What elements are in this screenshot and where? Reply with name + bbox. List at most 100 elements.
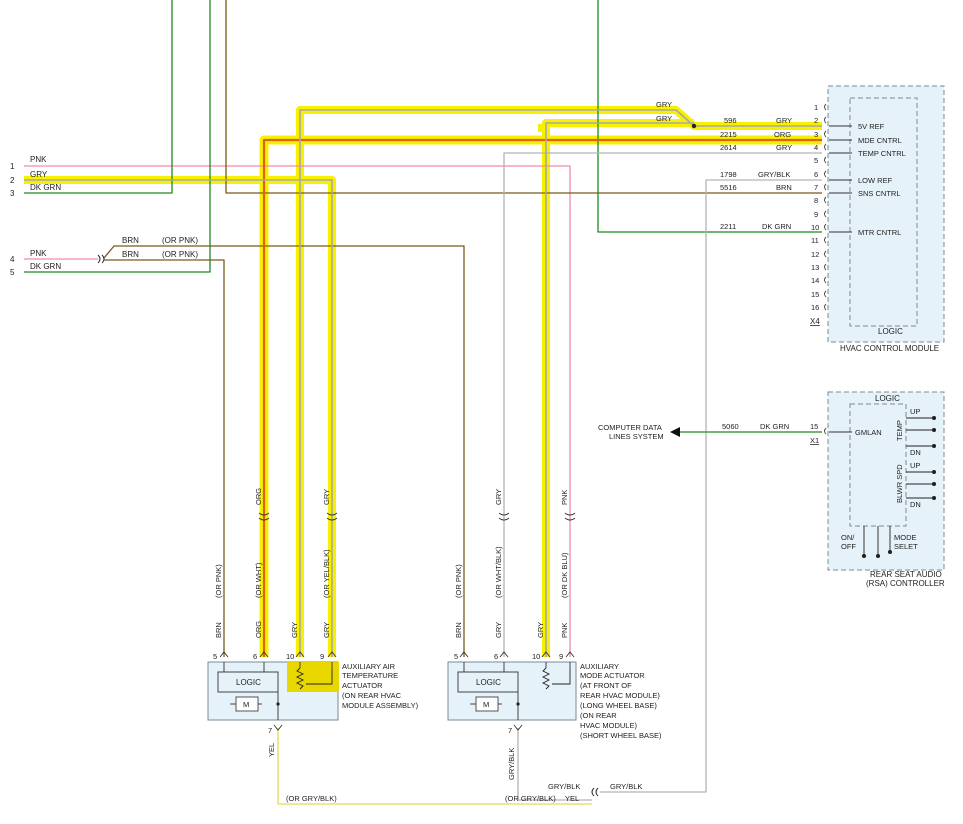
mode-logic-label: LOGIC	[476, 678, 501, 687]
computer-data-1: COMPUTER DATA	[598, 423, 662, 432]
left-wire-5: DK GRN	[30, 262, 61, 271]
mode-node	[516, 702, 520, 706]
mode-name-2: MODE ACTUATOR	[580, 671, 645, 680]
hvac-pin: 8	[814, 196, 818, 205]
wire-gry-596-branch	[545, 122, 694, 657]
temp-wire-org: ORG	[254, 621, 263, 638]
left-connector: 1 PNK 2 GRY 3 DK GRN 4 PNK 5 DK GRN	[10, 155, 61, 277]
gry-top-label-1: GRY	[656, 100, 672, 109]
temp-wire-gry-9: GRY	[322, 622, 331, 638]
rsa-name-1: REAR SEAT AUDIO	[870, 570, 942, 579]
left-wire-2: GRY	[30, 170, 48, 179]
splice-node-596	[691, 123, 697, 129]
wire-dkgrn-3	[24, 0, 173, 194]
temp-alt-wht: (OR WHT)	[254, 562, 263, 598]
wire-brn-lower	[104, 259, 225, 657]
wire-label-5060: DK GRN	[760, 422, 789, 431]
mode-name-1: AUXILIARY	[580, 662, 619, 671]
mode-name-5: (LONG WHEEL BASE)	[580, 701, 657, 710]
hvac-pin: 10	[811, 223, 819, 232]
hvac-module-name: HVAC CONTROL MODULE	[840, 344, 939, 353]
hvac-pins: 1 2 3 4 5 6 7 8 9 10 11 12 13 14 15 16	[811, 103, 819, 312]
temp-internal-wires	[223, 662, 333, 720]
mode-alt-pnk: (OR PNK)	[454, 564, 463, 598]
temp-name-5: MODULE ASSEMBLY)	[342, 701, 419, 710]
computer-data-2: LINES SYSTEM	[609, 432, 664, 441]
bottom-switches	[861, 526, 893, 559]
wire-label-2614: GRY	[776, 143, 792, 152]
wire-label-596: GRY	[776, 116, 792, 125]
mode-logic-box	[457, 671, 519, 693]
inline-connector-brn	[97, 254, 105, 264]
rsa-pin-terminal	[824, 427, 827, 435]
left-pin-4: 4	[10, 255, 15, 264]
mode-pin-6: 6	[494, 652, 498, 661]
rsa-blwr-dn: DN	[910, 500, 921, 509]
gryblk-top-label: GRY/BLK	[548, 782, 580, 791]
left-wire-3: DK GRN	[30, 183, 61, 192]
temp-logic-box	[217, 671, 279, 693]
rsa-temp-up: UP	[910, 407, 920, 416]
wires	[24, 0, 822, 805]
hvac-logic-label: LOGIC	[878, 327, 903, 336]
aux-air-temp-actuator: LOGIC M 5 6 10 9 7 BRN ORG GRY GRY (OR P…	[207, 488, 419, 735]
yel-vertical-label: YEL	[267, 743, 276, 757]
temp-motor-icon	[230, 696, 262, 712]
circuit-2211: 2211	[720, 222, 736, 231]
circuit-5516: 5516	[720, 183, 737, 192]
wire-gry-596	[299, 109, 822, 657]
hvac-pin: 4	[814, 143, 818, 152]
hvac-pin: 16	[811, 303, 819, 312]
left-wire-1: PNK	[30, 155, 47, 164]
actuator-pin-arrows	[219, 651, 575, 731]
func-low-ref: LOW REF	[858, 176, 893, 185]
or-pnk-upper-label: (OR PNK)	[162, 236, 198, 245]
hvac-pin: 12	[811, 250, 819, 259]
or-gryblk-left: (OR GRY/BLK)	[286, 794, 337, 803]
temp-alt-pnk: (OR PNK)	[214, 564, 223, 598]
rsa-pin-15: 15	[810, 422, 818, 431]
temp-name-3: ACTUATOR	[342, 681, 383, 690]
hvac-pin: 11	[811, 236, 819, 245]
rsa-blwr-up: UP	[910, 461, 920, 470]
mode-name-7: HVAC MODULE)	[580, 721, 637, 730]
temp-upper-gry: GRY	[322, 489, 331, 505]
func-temp-cntrl: TEMP CNTRL	[858, 149, 906, 158]
rsa-name-2: (RSA) CONTROLLER	[866, 579, 945, 588]
wire-dkgrn-5	[24, 0, 211, 273]
rsa-connector-id: X1	[810, 436, 819, 445]
hvac-pin: 9	[814, 210, 818, 219]
wire-dkgrn-2211	[597, 0, 822, 233]
circuit-1798: 1798	[720, 170, 737, 179]
mode-alt-whtblk: (OR WHT/BLK)	[494, 546, 503, 598]
gryblk-right-label: GRY/BLK	[610, 782, 642, 791]
or-gryblk-right: (OR GRY/BLK)	[505, 794, 556, 803]
hvac-pin: 6	[814, 170, 818, 179]
mode-potentiometer-icon	[541, 667, 571, 690]
hvac-pin: 2	[814, 116, 818, 125]
wire-pnk-1	[24, 165, 571, 657]
mode-wire-pnk: PNK	[560, 623, 569, 638]
wire-gryblk-1798	[600, 179, 822, 793]
temp-alt-yelblk: (OR YEL/BLK)	[322, 549, 331, 598]
mode-upper-pnk: PNK	[560, 490, 569, 505]
aux-mode-actuator: LOGIC M 5 6 10 9 7 BRN GRY GRY PNK (OR P…	[447, 489, 662, 740]
rsa-logic-label: LOGIC	[875, 394, 900, 403]
left-pin-3: 3	[10, 189, 15, 198]
arrow-computer-data	[670, 427, 680, 437]
mode-internal-wires	[463, 662, 571, 720]
rsa-controller: LOGIC GMLAN 15 X1 5060 DK GRN TEMP UP DN…	[722, 391, 945, 588]
rsa-temp-dn: DN	[910, 448, 921, 457]
circuit-2614: 2614	[720, 143, 737, 152]
left-pin-2: 2	[10, 176, 15, 185]
mode-motor-label: M	[483, 700, 489, 709]
hvac-connector-id: X4	[810, 317, 820, 326]
hvac-control-module: LOGIC HVAC CONTROL MODULE X4 1 2 3 4 5 6…	[656, 85, 945, 353]
mode-wire-brn: BRN	[454, 622, 463, 638]
mode-alt-dkblu: (OR DK BLU)	[560, 552, 569, 598]
mode-name-4: REAR HVAC MODULE)	[580, 691, 660, 700]
temp-motor-label: M	[243, 700, 249, 709]
gry-top-label-2: GRY	[656, 114, 672, 123]
wire-gry-left	[24, 179, 333, 657]
wire-yel-lower	[277, 728, 592, 805]
